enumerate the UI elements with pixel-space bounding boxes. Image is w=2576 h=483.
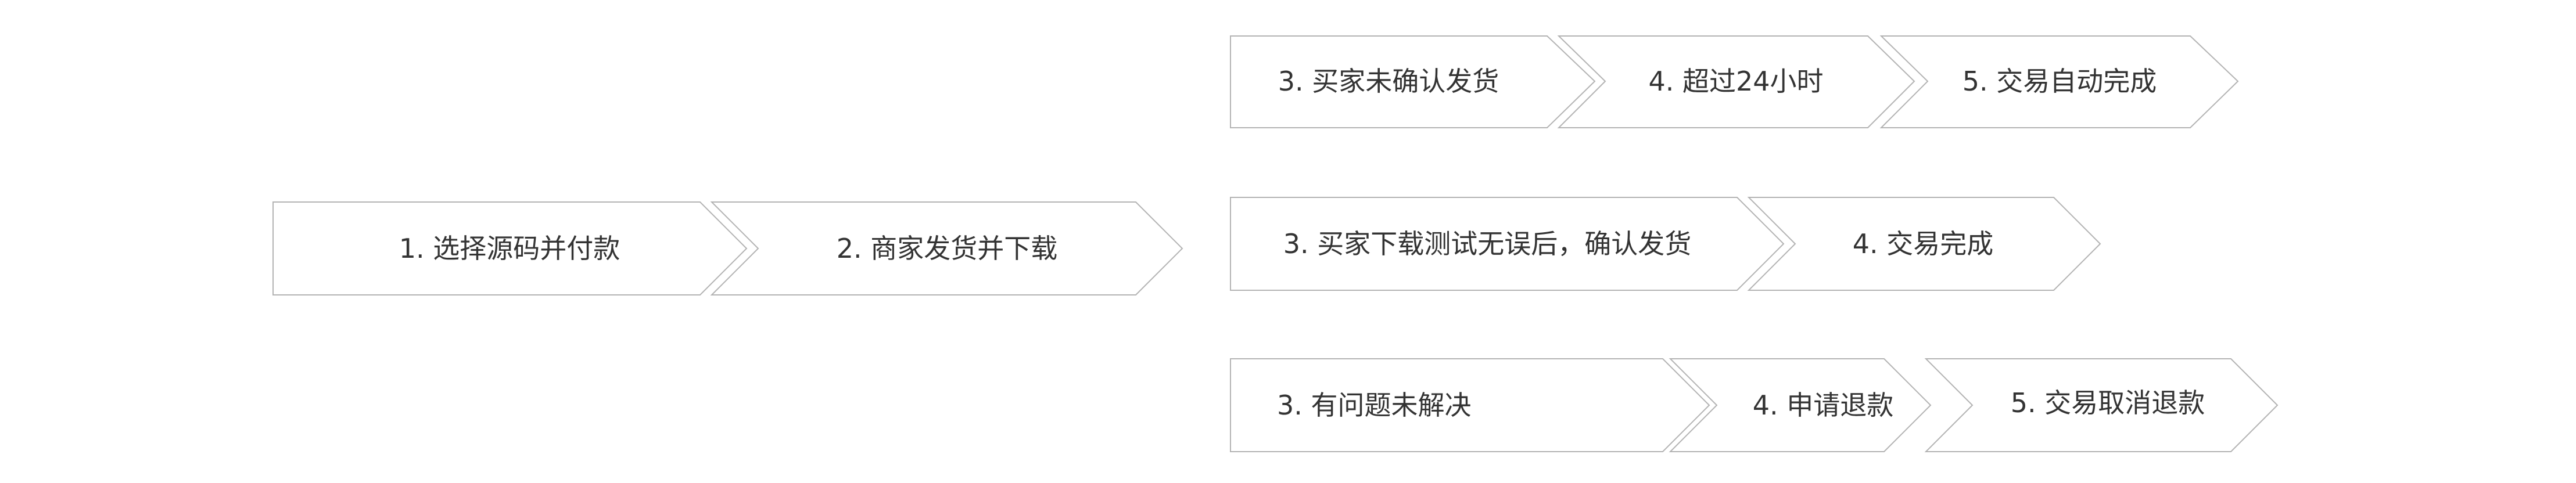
- flow-step-test-and-confirm: 3. 买家下载测试无误后，确认发货: [1230, 197, 1785, 291]
- flow-step-label: 3. 买家下载测试无误后，确认发货: [1283, 228, 1692, 259]
- flow-step-label: 2. 商家发货并下载: [837, 233, 1058, 264]
- flow-step-buyer-unconfirmed: 3. 买家未确认发货: [1230, 35, 1596, 128]
- flow-step-ship-and-download: 2. 商家发货并下载: [710, 201, 1183, 295]
- flow-step-over-24-hours: 4. 超过24小时: [1557, 35, 1915, 128]
- flow-step-select-and-pay: 1. 选择源码并付款: [272, 201, 748, 295]
- flow-step-request-refund: 4. 申请退款: [1669, 358, 1932, 452]
- flow-step-label: 3. 有问题未解决: [1277, 390, 1472, 421]
- flow-step-label: 1. 选择源码并付款: [399, 233, 620, 264]
- flow-step-auto-complete: 5. 交易自动完成: [1879, 35, 2239, 128]
- flow-step-label: 3. 买家未确认发货: [1278, 66, 1499, 97]
- flow-step-label: 4. 超过24小时: [1648, 66, 1823, 97]
- flow-step-label: 4. 申请退款: [1753, 390, 1894, 421]
- flow-step-label: 4. 交易完成: [1853, 228, 1994, 259]
- flow-step-cancel-and-refund: 5. 交易取消退款: [1924, 358, 2279, 452]
- flow-step-label: 5. 交易取消退款: [2011, 387, 2205, 419]
- flow-step-trade-complete: 4. 交易完成: [1747, 197, 2101, 291]
- flow-step-label: 5. 交易自动完成: [1963, 66, 2157, 97]
- flow-step-unresolved-issue: 3. 有问题未解决: [1230, 358, 1710, 452]
